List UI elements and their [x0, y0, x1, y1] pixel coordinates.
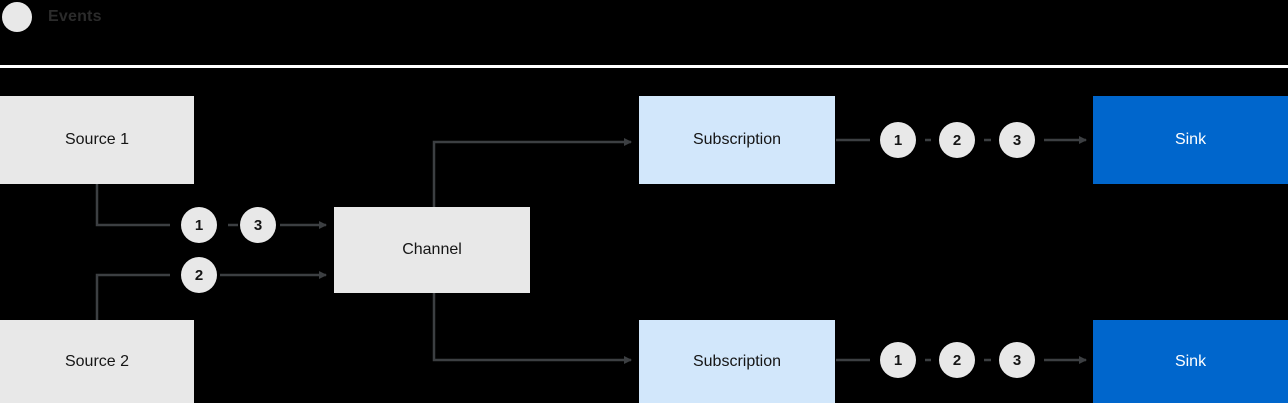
node-source-2[interactable]: Source 2 [0, 320, 194, 403]
node-label: Sink [1174, 352, 1207, 370]
node-subscription-1[interactable]: Subscription [639, 96, 835, 184]
event-token: 2 [939, 342, 975, 378]
node-label: Channel [402, 241, 462, 259]
node-label: Sink [1174, 131, 1207, 149]
node-sink-2[interactable]: Sink [1093, 320, 1288, 403]
event-token: 1 [181, 207, 217, 243]
node-label: Source 1 [64, 131, 130, 149]
event-token: 1 [880, 122, 916, 158]
node-channel[interactable]: Channel [334, 207, 530, 293]
node-label: Subscription [692, 352, 782, 370]
node-subscription-2[interactable]: Subscription [639, 320, 835, 403]
event-dot-icon [2, 1, 32, 32]
node-label: Subscription [692, 131, 782, 149]
legend: Events [0, 0, 1288, 33]
event-token: 3 [999, 122, 1035, 158]
divider [0, 65, 1288, 68]
node-source-1[interactable]: Source 1 [0, 96, 194, 184]
event-token: 2 [939, 122, 975, 158]
node-sink-1[interactable]: Sink [1093, 96, 1288, 184]
event-token: 3 [999, 342, 1035, 378]
event-token: 3 [240, 207, 276, 243]
event-token: 1 [880, 342, 916, 378]
legend-label: Events [48, 7, 102, 25]
event-token: 2 [181, 257, 217, 293]
node-label: Source 2 [64, 352, 130, 370]
